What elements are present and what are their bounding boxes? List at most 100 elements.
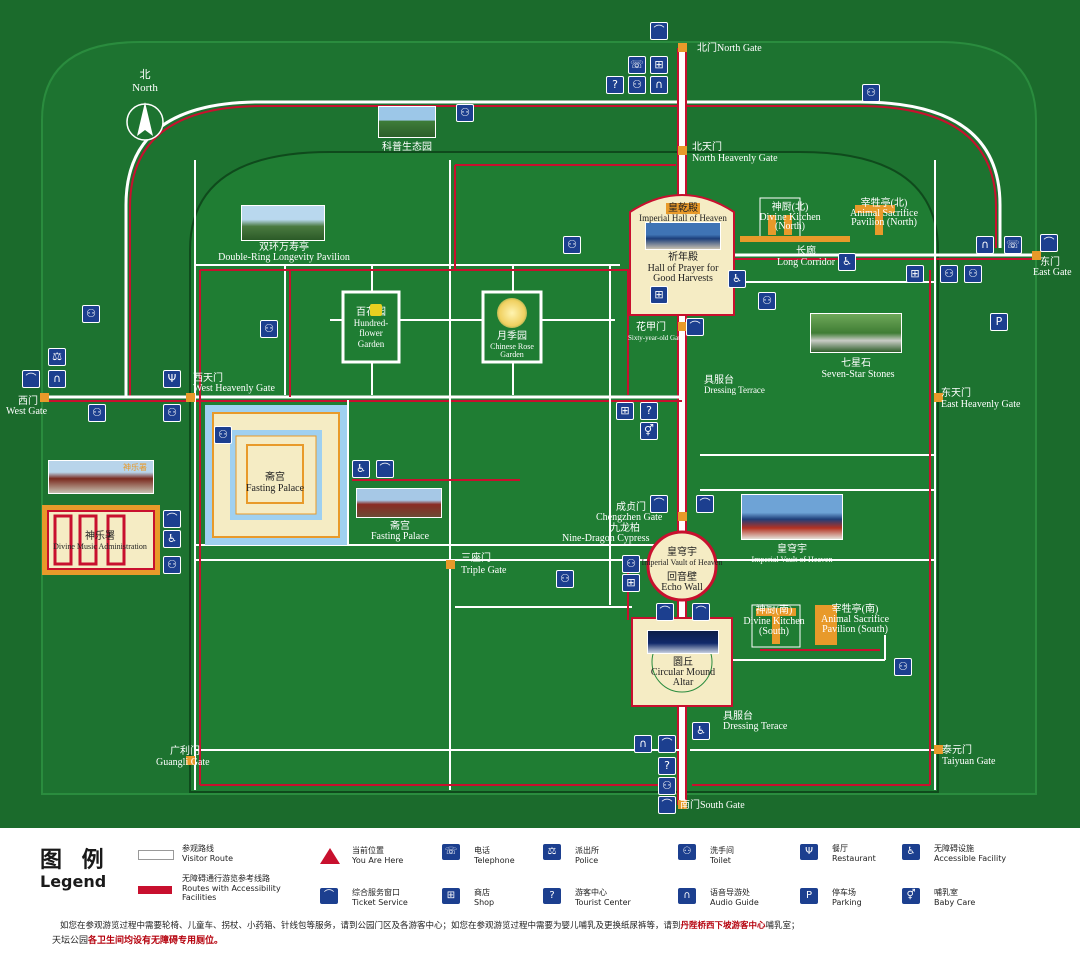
double-ring-cn: 双环万寿亭 [259,242,309,253]
police-icon[interactable]: ⚖ [48,348,66,366]
west-gate-marker[interactable] [40,393,49,402]
baby-cn: 哺乳室 [934,888,958,897]
accessible-facility-icon[interactable]: ♿ [728,270,746,288]
imperial-vault-photo [741,494,843,540]
shop-icon[interactable]: ⊞ [650,286,668,304]
toilet-icon[interactable]: ⚇ [214,426,232,444]
rose-garden-cn: 月季园 [497,331,527,342]
ticket-service-icon[interactable]: ⌒ [650,22,668,40]
restaurant-icon[interactable]: Ψ [163,370,181,388]
toilet-icon[interactable]: ⚇ [456,104,474,122]
legend-title-en: Legend [40,872,107,891]
parking-icon: P [800,888,818,904]
audio-guide-icon: ∩ [678,888,696,904]
guangli-gate-marker[interactable] [186,756,195,765]
toilet-icon[interactable]: ⚇ [163,404,181,422]
echo-wall-circle [646,530,718,602]
accessible-cn: 无障碍设施 [934,844,974,853]
toilet-icon[interactable]: ⚇ [894,658,912,676]
sacrifice-south-cn: 宰牲亭(南) [831,604,879,615]
toilet-icon[interactable]: ⚇ [163,556,181,574]
echo-wall-cn: 回音壁 [667,572,697,583]
ticket-service-icon[interactable]: ⌒ [656,603,674,621]
telephone-icon[interactable]: ☏ [1004,236,1022,254]
toilet-icon[interactable]: ⚇ [622,555,640,573]
vault-en: Imperial Vault of Heaven [641,558,723,567]
tourist-center-icon[interactable]: ? [606,76,624,94]
accessible-facility-icon[interactable]: ♿ [163,530,181,548]
north-gate-marker[interactable] [678,43,687,52]
cypress-en: Nine-Dragon Cypress [562,533,650,544]
vault-photo-cn: 皇穹宇 [777,544,807,555]
toilet-icon[interactable]: ⚇ [964,265,982,283]
taiyuan-gate-marker[interactable] [934,745,943,754]
baby-care-icon[interactable]: ⚥ [640,422,658,440]
toilet-icon[interactable]: ⚇ [940,265,958,283]
east-gate-en: East Gate [1033,267,1072,278]
telephone-icon[interactable]: ☏ [628,56,646,74]
long-corridor-cn: 长廊 [796,246,816,257]
accessible-facility-icon[interactable]: ♿ [838,253,856,271]
vault-cn: 皇穹宇 [667,547,697,558]
shop-icon[interactable]: ⊞ [616,402,634,420]
ticket-service-icon[interactable]: ⌒ [376,460,394,478]
accessible-facility-icon[interactable]: ♿ [692,722,710,740]
restaurant-en: Restaurant [832,854,876,863]
toilet-icon[interactable]: ⚇ [260,320,278,338]
outer-ring-route [124,100,1002,396]
ticket-service-icon[interactable]: ⌒ [692,603,710,621]
north-heavenly-gate-marker[interactable] [678,146,687,155]
toilet-icon[interactable]: ⚇ [658,777,676,795]
accessible-facility-icon[interactable]: ♿ [352,460,370,478]
map-legend: 图 例 Legend 参观路线 Visitor Route 无障碍通行游览参考线… [0,828,1080,965]
guangli-gate-en: Guangli Gate [156,757,210,768]
east-heavenly-gate-marker[interactable] [934,393,943,402]
compass-north-en: North [132,82,158,94]
divine-music-en: Divine Music Administration [53,542,147,551]
ticket-service-icon[interactable]: ⌒ [22,370,40,388]
telephone-cn: 电话 [474,846,490,855]
ticket-service-icon[interactable]: ⌒ [696,495,714,513]
ticket-service-icon[interactable]: ⌒ [650,495,668,513]
audio-cn: 语音导游处 [710,888,750,897]
audio-guide-icon[interactable]: ∩ [976,236,994,254]
hall-of-prayer-photo [645,222,721,250]
east-gate-marker[interactable] [1032,251,1041,260]
shop-icon[interactable]: ⊞ [622,574,640,592]
toilet-icon[interactable]: ⚇ [88,404,106,422]
kitchen-north-cn: 神厨(北) [771,202,809,213]
toilet-icon[interactable]: ⚇ [556,570,574,588]
north-heavenly-gate-en: North Heavenly Gate [692,153,778,164]
sixty-gate-marker[interactable] [678,322,687,331]
tourist-center-icon[interactable]: ? [640,402,658,420]
telephone-icon: ☏ [442,844,460,860]
ticket-service-icon[interactable]: ⌒ [658,796,676,814]
fasting-palace-en: Fasting Palace [245,483,305,494]
triple-gate-marker[interactable] [446,560,455,569]
ticket-service-icon[interactable]: ⌒ [658,735,676,753]
toilet-icon[interactable]: ⚇ [758,292,776,310]
ticket-service-icon[interactable]: ⌒ [1040,234,1058,252]
west-heavenly-gate-marker[interactable] [186,393,195,402]
sixty-gate-cn: 花甲门 [636,322,666,333]
tourist-center-icon: ? [543,888,561,904]
tourist-center-icon[interactable]: ? [658,757,676,775]
police-icon: ⚖ [543,844,561,860]
prayer-hall-cn: 祈年殿 [668,252,698,263]
toilet-icon[interactable]: ⚇ [628,76,646,94]
circular-mound-en1: Circular Mound [650,667,716,678]
south-gate-marker[interactable] [678,800,687,809]
audio-guide-icon[interactable]: ∩ [650,76,668,94]
audio-guide-icon[interactable]: ∩ [634,735,652,753]
toilet-icon[interactable]: ⚇ [862,84,880,102]
dressing-north-cn: 具服台 [704,375,734,386]
toilet-icon[interactable]: ⚇ [82,305,100,323]
ticket-service-icon[interactable]: ⌒ [163,510,181,528]
shop-icon[interactable]: ⊞ [906,265,924,283]
parking-icon[interactable]: P [990,313,1008,331]
shop-icon[interactable]: ⊞ [650,56,668,74]
ticket-service-icon[interactable]: ⌒ [686,318,704,336]
chengzhen-gate-marker[interactable] [678,512,687,521]
audio-guide-icon[interactable]: ∩ [48,370,66,388]
toilet-icon[interactable]: ⚇ [563,236,581,254]
